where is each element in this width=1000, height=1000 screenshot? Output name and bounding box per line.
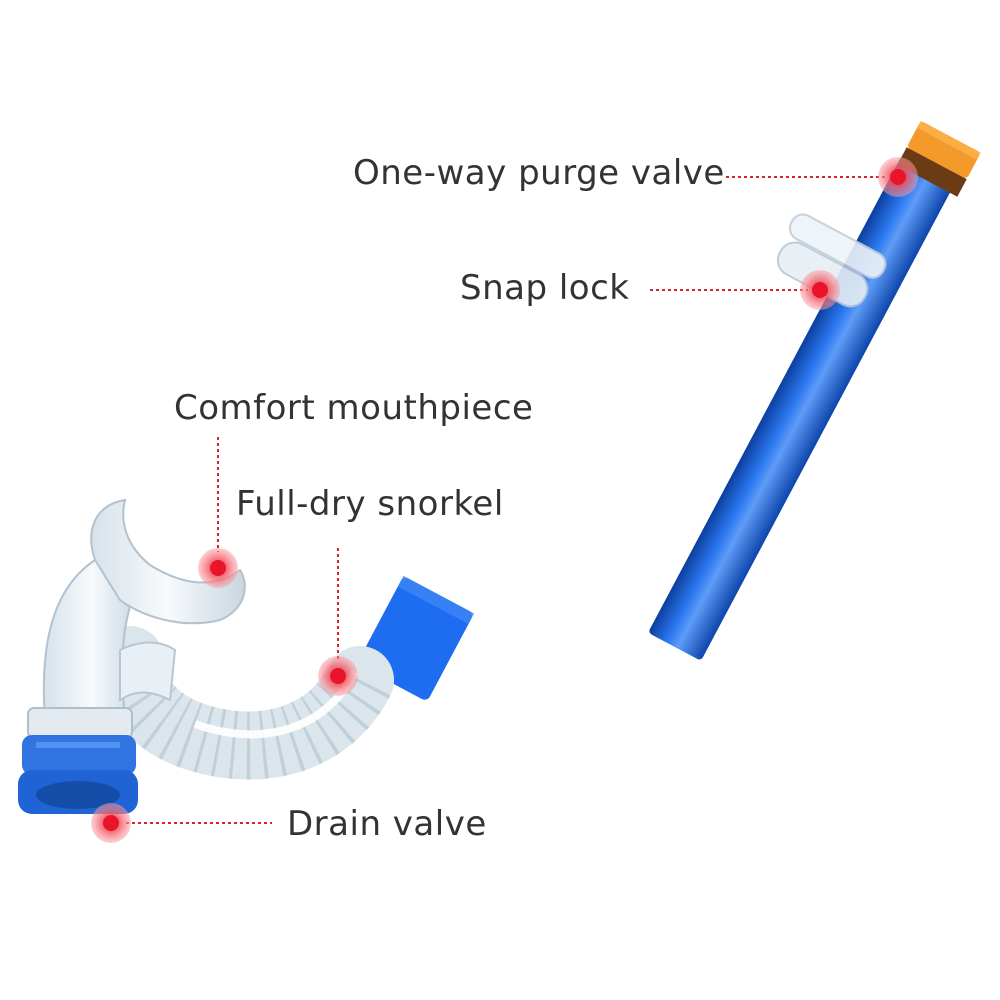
label-snap-lock: Snap lock xyxy=(460,268,630,308)
leader-lines xyxy=(126,176,888,824)
drain-valve-base xyxy=(18,707,138,814)
label-drain-valve: Drain valve xyxy=(287,804,487,844)
marker-mouthpiece xyxy=(198,548,238,588)
marker-snap-lock xyxy=(800,270,840,310)
purge-valve-cap xyxy=(897,120,981,197)
marker-full-dry xyxy=(318,656,358,696)
mouthpiece xyxy=(42,498,246,721)
snorkel-tube xyxy=(649,157,954,660)
marker-purge-valve xyxy=(878,157,918,197)
label-purge-valve: One-way purge valve xyxy=(353,153,725,193)
label-full-dry: Full-dry snorkel xyxy=(236,484,504,524)
label-mouthpiece: Comfort mouthpiece xyxy=(174,388,534,428)
marker-drain-valve xyxy=(91,803,131,843)
